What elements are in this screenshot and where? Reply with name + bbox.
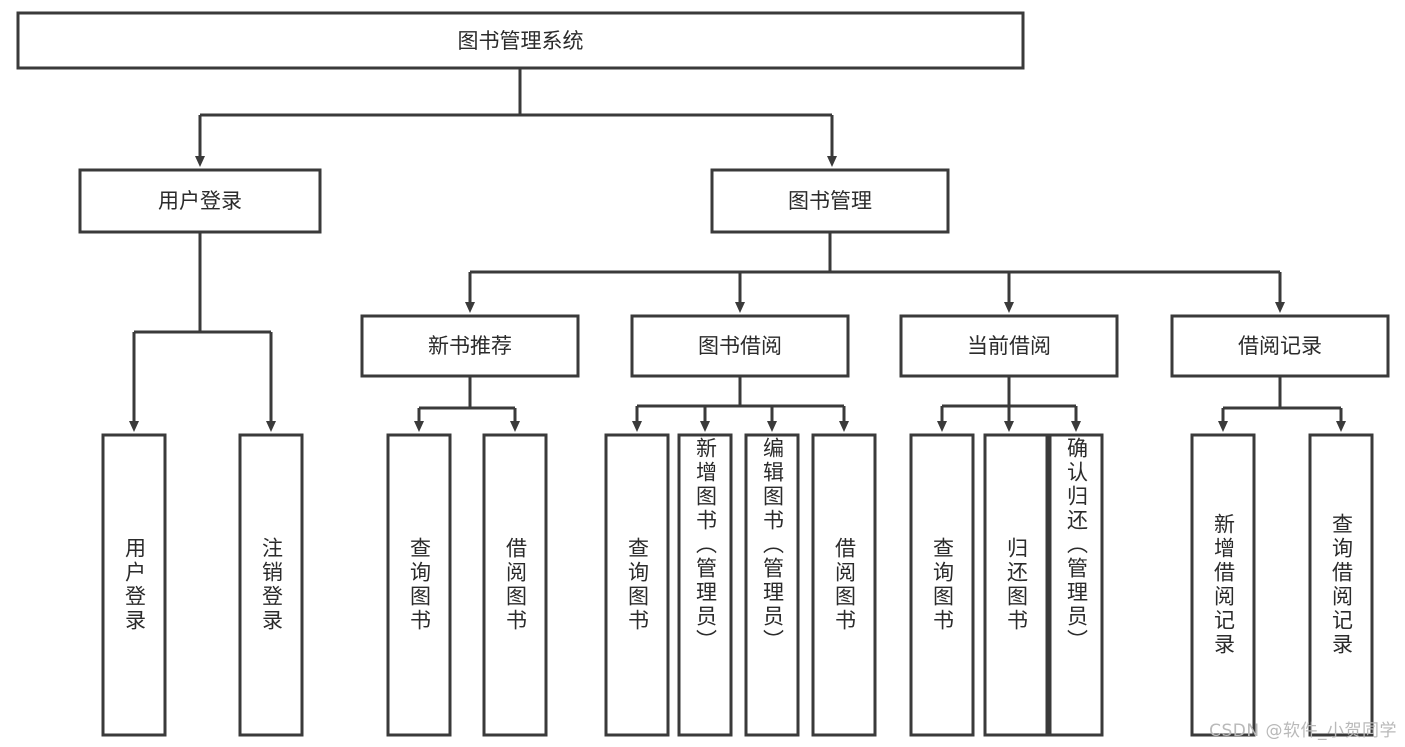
node-user-login-box[interactable] [78, 168, 322, 234]
leaf-borrow-book-1-box[interactable] [482, 433, 548, 737]
connectors-book-manage-subtree [465, 232, 1285, 313]
node-new-book-rec-label: 新书推荐 [428, 334, 512, 358]
node-book-borrow[interactable]: 图书借阅 [630, 314, 850, 378]
node-user-login[interactable]: 用户登录 [78, 168, 322, 234]
leaf-boxes [101, 433, 1374, 737]
node-book-borrow-box[interactable] [630, 314, 850, 378]
node-borrow-record[interactable]: 借阅记录 [1170, 314, 1390, 378]
node-root-box[interactable] [16, 11, 1025, 70]
csdn-watermark: CSDN @软件_小贺同学 [1209, 721, 1397, 741]
leaf-user-logout-box[interactable] [238, 433, 304, 737]
node-current-borrow[interactable]: 当前借阅 [899, 314, 1119, 378]
leaf-add-book-box[interactable] [677, 433, 733, 737]
connectors-root-to-level2 [195, 68, 837, 167]
connectors-new-book-rec-subtree [414, 376, 520, 432]
node-book-manage-box[interactable] [710, 168, 950, 234]
node-book-borrow-label: 图书借阅 [698, 334, 782, 358]
node-user-login-label: 用户登录 [158, 189, 242, 213]
leaf-query-book-1-box[interactable] [386, 433, 452, 737]
leaf-return-book-box[interactable] [983, 433, 1049, 737]
node-book-manage[interactable]: 图书管理 [710, 168, 950, 234]
node-root[interactable]: 图书管理系统 [16, 11, 1025, 70]
leaf-query-record-box[interactable] [1308, 433, 1374, 737]
node-current-borrow-label: 当前借阅 [967, 334, 1051, 358]
node-new-book-rec-box[interactable] [360, 314, 580, 378]
node-root-label: 图书管理系统 [458, 29, 584, 53]
node-current-borrow-box[interactable] [899, 314, 1119, 378]
connectors-user-login-subtree [129, 232, 276, 432]
leaf-confirm-return-box[interactable] [1048, 433, 1104, 737]
node-borrow-record-box[interactable] [1170, 314, 1390, 378]
node-new-book-rec[interactable]: 新书推荐 [360, 314, 580, 378]
leaf-query-book-3-box[interactable] [909, 433, 975, 737]
leaf-edit-book-box[interactable] [744, 433, 800, 737]
leaf-add-record-box[interactable] [1190, 433, 1256, 737]
node-borrow-record-label: 借阅记录 [1238, 334, 1322, 358]
leaf-user-login-box[interactable] [101, 433, 167, 737]
node-book-manage-label: 图书管理 [788, 189, 872, 213]
connectors-current-borrow-subtree [937, 376, 1081, 432]
leaf-query-book-2-box[interactable] [604, 433, 670, 737]
leaf-borrow-book-2-box[interactable] [811, 433, 877, 737]
connectors-borrow-record-subtree [1218, 376, 1346, 432]
connectors-book-borrow-subtree [632, 376, 849, 432]
